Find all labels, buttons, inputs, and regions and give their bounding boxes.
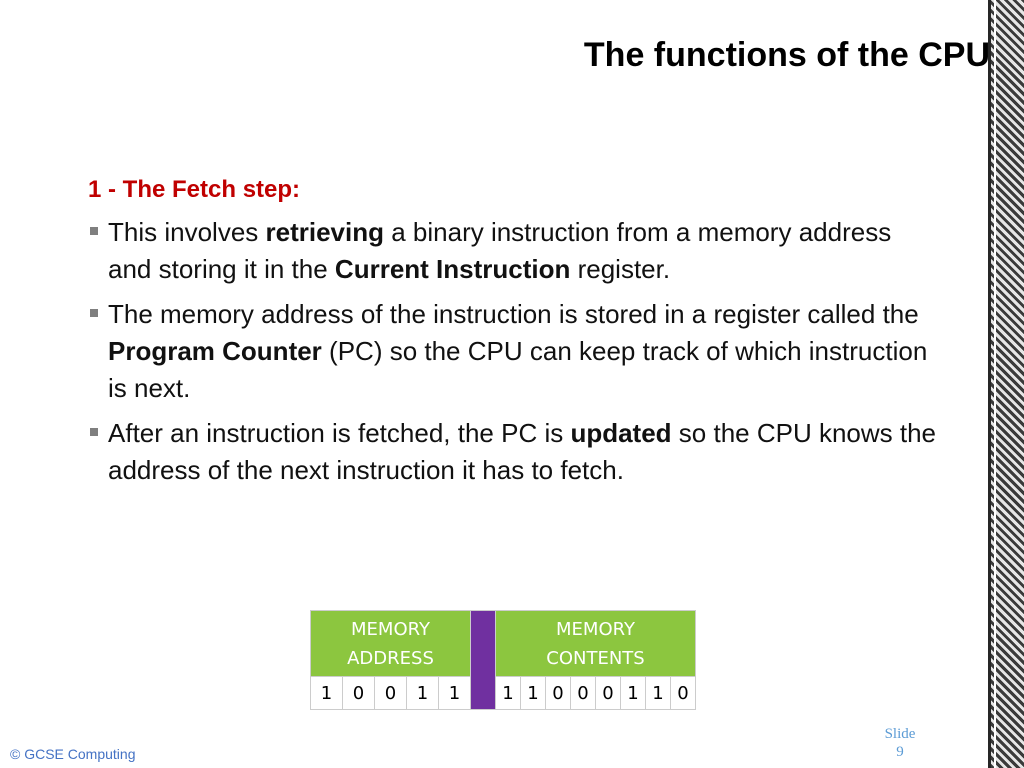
bold-text: updated [570, 418, 672, 448]
square-bullet-icon [90, 309, 98, 317]
contents-bit-cell: 1 [520, 676, 546, 710]
square-bullet-icon [90, 227, 98, 235]
bullet-item: The memory address of the instruction is… [88, 296, 938, 407]
bold-text: retrieving [265, 217, 385, 247]
contents-bit-cell: 1 [645, 676, 671, 710]
contents-bit-cell: 0 [670, 676, 696, 710]
memory-contents-header-line1: MEMORY [556, 618, 635, 640]
bullet-text: register. [570, 254, 671, 284]
contents-bit-cell: 0 [570, 676, 596, 710]
square-bullet-icon [90, 428, 98, 436]
memory-contents-header: MEMORY CONTENTS [495, 610, 696, 677]
memory-address-header-line2: ADDRESS [347, 647, 434, 669]
bullet-text: After an instruction is fetched, the PC … [108, 418, 571, 448]
address-bit-cell: 0 [342, 676, 375, 710]
bullet-list: This involves retrieving a binary instru… [88, 214, 938, 489]
memory-address-header-line1: MEMORY [351, 618, 430, 640]
bullet-text: (PC) so the CPU can keep track of which … [108, 336, 928, 403]
decorative-right-border [988, 0, 1024, 768]
contents-bit-cell: 0 [595, 676, 621, 710]
memory-contents-header-line2: CONTENTS [546, 647, 645, 669]
slide-word: Slide [884, 726, 916, 742]
bullet-text: a binary instruction from a memory addre… [108, 217, 892, 284]
bullet-text: The memory address of the instruction is… [108, 299, 919, 329]
copyright-footer: © GCSE Computing [10, 746, 136, 762]
slide-title: The functions of the CPU [583, 36, 990, 74]
slide-number-label: Slide 9 [876, 725, 924, 761]
address-bit-cell: 0 [374, 676, 407, 710]
slide-number: 9 [896, 744, 904, 760]
bullet-text: so the CPU knows the address of the next… [108, 418, 937, 485]
memory-address-header: MEMORY ADDRESS [310, 610, 471, 677]
address-bit-cell: 1 [310, 676, 343, 710]
bullet-text: This involves [108, 217, 266, 247]
contents-bit-cell: 1 [495, 676, 521, 710]
contents-bit-cell: 0 [545, 676, 571, 710]
slide-content: 1 - The Fetch step: This involves retrie… [88, 176, 938, 497]
memory-header-row: MEMORY ADDRESS MEMORY CONTENTS [310, 610, 696, 710]
address-bit-cell: 1 [406, 676, 439, 710]
bold-text: Program Counter [108, 336, 322, 366]
bullet-item: This involves retrieving a binary instru… [88, 214, 938, 288]
memory-separator [470, 610, 496, 710]
bold-text: Current Instruction [334, 254, 571, 284]
address-bit-cell: 1 [438, 676, 471, 710]
bullet-item: After an instruction is fetched, the PC … [88, 415, 938, 489]
contents-bit-cell: 1 [620, 676, 646, 710]
section-heading: 1 - The Fetch step: [88, 176, 301, 203]
